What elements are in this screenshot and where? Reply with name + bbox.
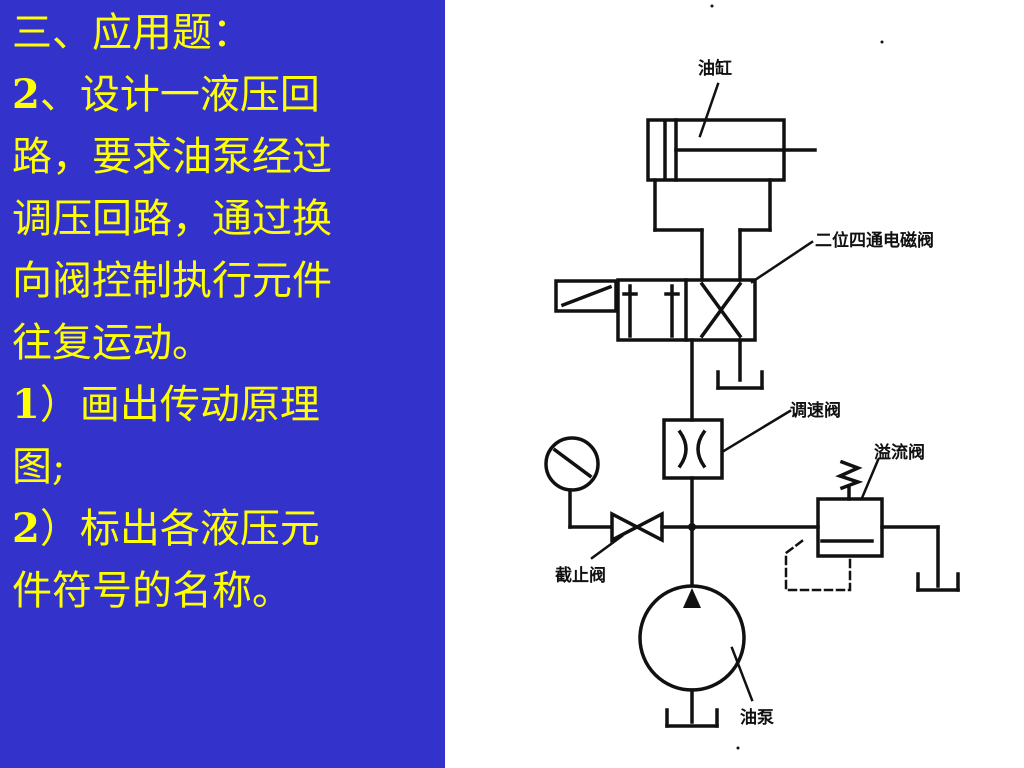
scan-speck bbox=[736, 746, 740, 750]
question-line-3: 调压回路，通过换 bbox=[12, 196, 332, 242]
cylinder-symbol bbox=[646, 118, 817, 182]
label-directional-valve: 二位四通电磁阀 bbox=[815, 230, 934, 251]
task-2-number: 2 bbox=[12, 505, 40, 552]
directional-valve-symbol bbox=[554, 278, 764, 390]
pressure-gauge-symbol bbox=[544, 436, 600, 492]
task-1-line-2: 图; bbox=[12, 444, 66, 490]
junction-dot bbox=[688, 523, 696, 531]
question-panel: 三、应用题： 2、设计一液压回 路，要求油泵经过 调压回路，通过换 向阀控制执行… bbox=[0, 0, 445, 768]
task-2-line-2: 件符号的名称。 bbox=[12, 568, 292, 614]
label-pump: 油泵 bbox=[740, 707, 774, 728]
question-number: 2 bbox=[12, 71, 40, 118]
scan-speck bbox=[710, 4, 714, 8]
section-heading: 三、应用题： bbox=[12, 10, 252, 56]
question-line-5: 往复运动。 bbox=[12, 320, 212, 366]
question-line-4: 向阀控制执行元件 bbox=[12, 258, 332, 304]
label-relief-valve: 溢流阀 bbox=[874, 442, 925, 463]
pump-direction-arrow bbox=[683, 588, 701, 608]
hydraulic-diagram-area: 油缸 二位四通电磁阀 调速阀 溢流阀 截止阀 油泵 bbox=[445, 0, 1024, 768]
task-2-line-1: 2）标出各液压元 bbox=[12, 505, 320, 552]
task-1-number: 1 bbox=[12, 381, 40, 428]
label-cylinder: 油缸 bbox=[698, 58, 732, 79]
cylinder-pipes bbox=[653, 178, 772, 282]
pump-symbol bbox=[638, 584, 746, 728]
stop-valve-symbol bbox=[610, 511, 664, 543]
label-flow-valve: 调速阀 bbox=[790, 400, 841, 421]
hydraulic-circuit-diagram: 油缸 二位四通电磁阀 调速阀 溢流阀 截止阀 油泵 bbox=[544, 4, 960, 750]
leader-lines bbox=[590, 82, 880, 702]
task-1-line-1: 1）画出传动原理 bbox=[12, 381, 320, 428]
relief-valve-symbol bbox=[816, 459, 960, 592]
scan-speck bbox=[880, 40, 884, 44]
label-stop-valve: 截止阀 bbox=[555, 565, 606, 586]
question-line-1: 2、设计一液压回 bbox=[12, 71, 320, 118]
flow-valve-symbol bbox=[662, 418, 724, 480]
relief-valve-pilot-drain bbox=[784, 539, 852, 592]
branch-line bbox=[568, 488, 820, 529]
question-line-2: 路，要求油泵经过 bbox=[12, 134, 332, 180]
